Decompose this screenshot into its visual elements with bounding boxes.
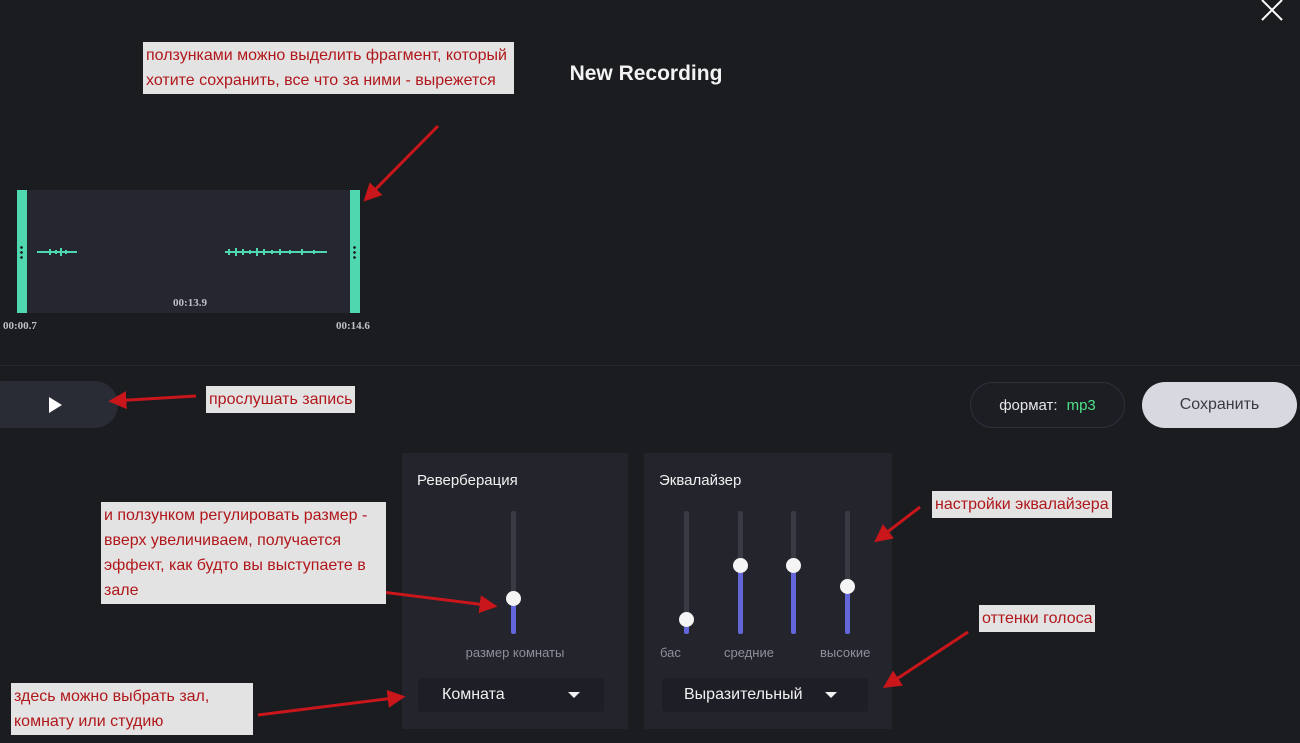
- play-button[interactable]: [0, 381, 118, 428]
- eq-knob-mid[interactable]: [733, 557, 748, 573]
- room-size-label: размер комнаты: [465, 645, 565, 660]
- waveform-graph: [37, 248, 327, 256]
- selection-duration: 00:13.9: [173, 297, 207, 309]
- chevron-down-icon: [824, 692, 837, 698]
- trim-handle-right[interactable]: [350, 190, 360, 313]
- annotation-choose-room: здесь можно выбрать зал, комнату или сту…: [11, 683, 253, 735]
- reverb-preset-value: Комната: [442, 686, 505, 703]
- eq-preset-dropdown[interactable]: Выразительный: [662, 678, 868, 712]
- eq-knob-bass[interactable]: [679, 611, 694, 627]
- room-size-slider[interactable]: [506, 511, 521, 634]
- eq-label-bass: бас: [660, 645, 681, 660]
- annotation-listen: прослушать запись: [206, 386, 356, 413]
- eq-knob-treble[interactable]: [840, 578, 855, 594]
- start-time: 00:00.7: [3, 320, 37, 332]
- divider: [0, 365, 1300, 366]
- play-icon: [49, 397, 62, 413]
- format-selector[interactable]: формат: mp3: [970, 382, 1125, 428]
- eq-slider-treble[interactable]: [840, 511, 855, 634]
- equalizer-title: Эквалайзер: [659, 472, 742, 489]
- annotation-room-size: и ползунком регулировать размер - вверх …: [101, 502, 386, 604]
- save-button[interactable]: Сохранить: [1142, 382, 1297, 428]
- room-size-knob[interactable]: [506, 590, 521, 606]
- page-title: New Recording: [569, 62, 723, 85]
- eq-slider-bass[interactable]: [679, 511, 694, 634]
- format-label: формат:: [999, 396, 1058, 414]
- reverb-title: Реверберация: [417, 472, 518, 489]
- eq-knob-upper-mid[interactable]: [786, 557, 801, 573]
- annotation-eq-settings: настройки эквалайзера: [932, 491, 1112, 518]
- close-icon[interactable]: [1254, 0, 1290, 24]
- annotation-trim-sliders: ползунками можно выделить фрагмент, кото…: [143, 42, 514, 94]
- trim-handle-left[interactable]: [17, 190, 27, 313]
- eq-slider-upper-mid[interactable]: [786, 511, 801, 634]
- eq-label-treble: высокие: [820, 645, 871, 660]
- reverb-preset-dropdown[interactable]: Комната: [418, 678, 604, 712]
- end-time: 00:14.6: [336, 320, 370, 332]
- format-value: mp3: [1066, 396, 1096, 414]
- chevron-down-icon: [568, 692, 580, 698]
- eq-preset-value: Выразительный: [684, 686, 803, 703]
- eq-label-mid: средние: [724, 645, 774, 660]
- eq-slider-mid[interactable]: [733, 511, 748, 634]
- annotation-voice-tones: оттенки голоса: [979, 605, 1096, 632]
